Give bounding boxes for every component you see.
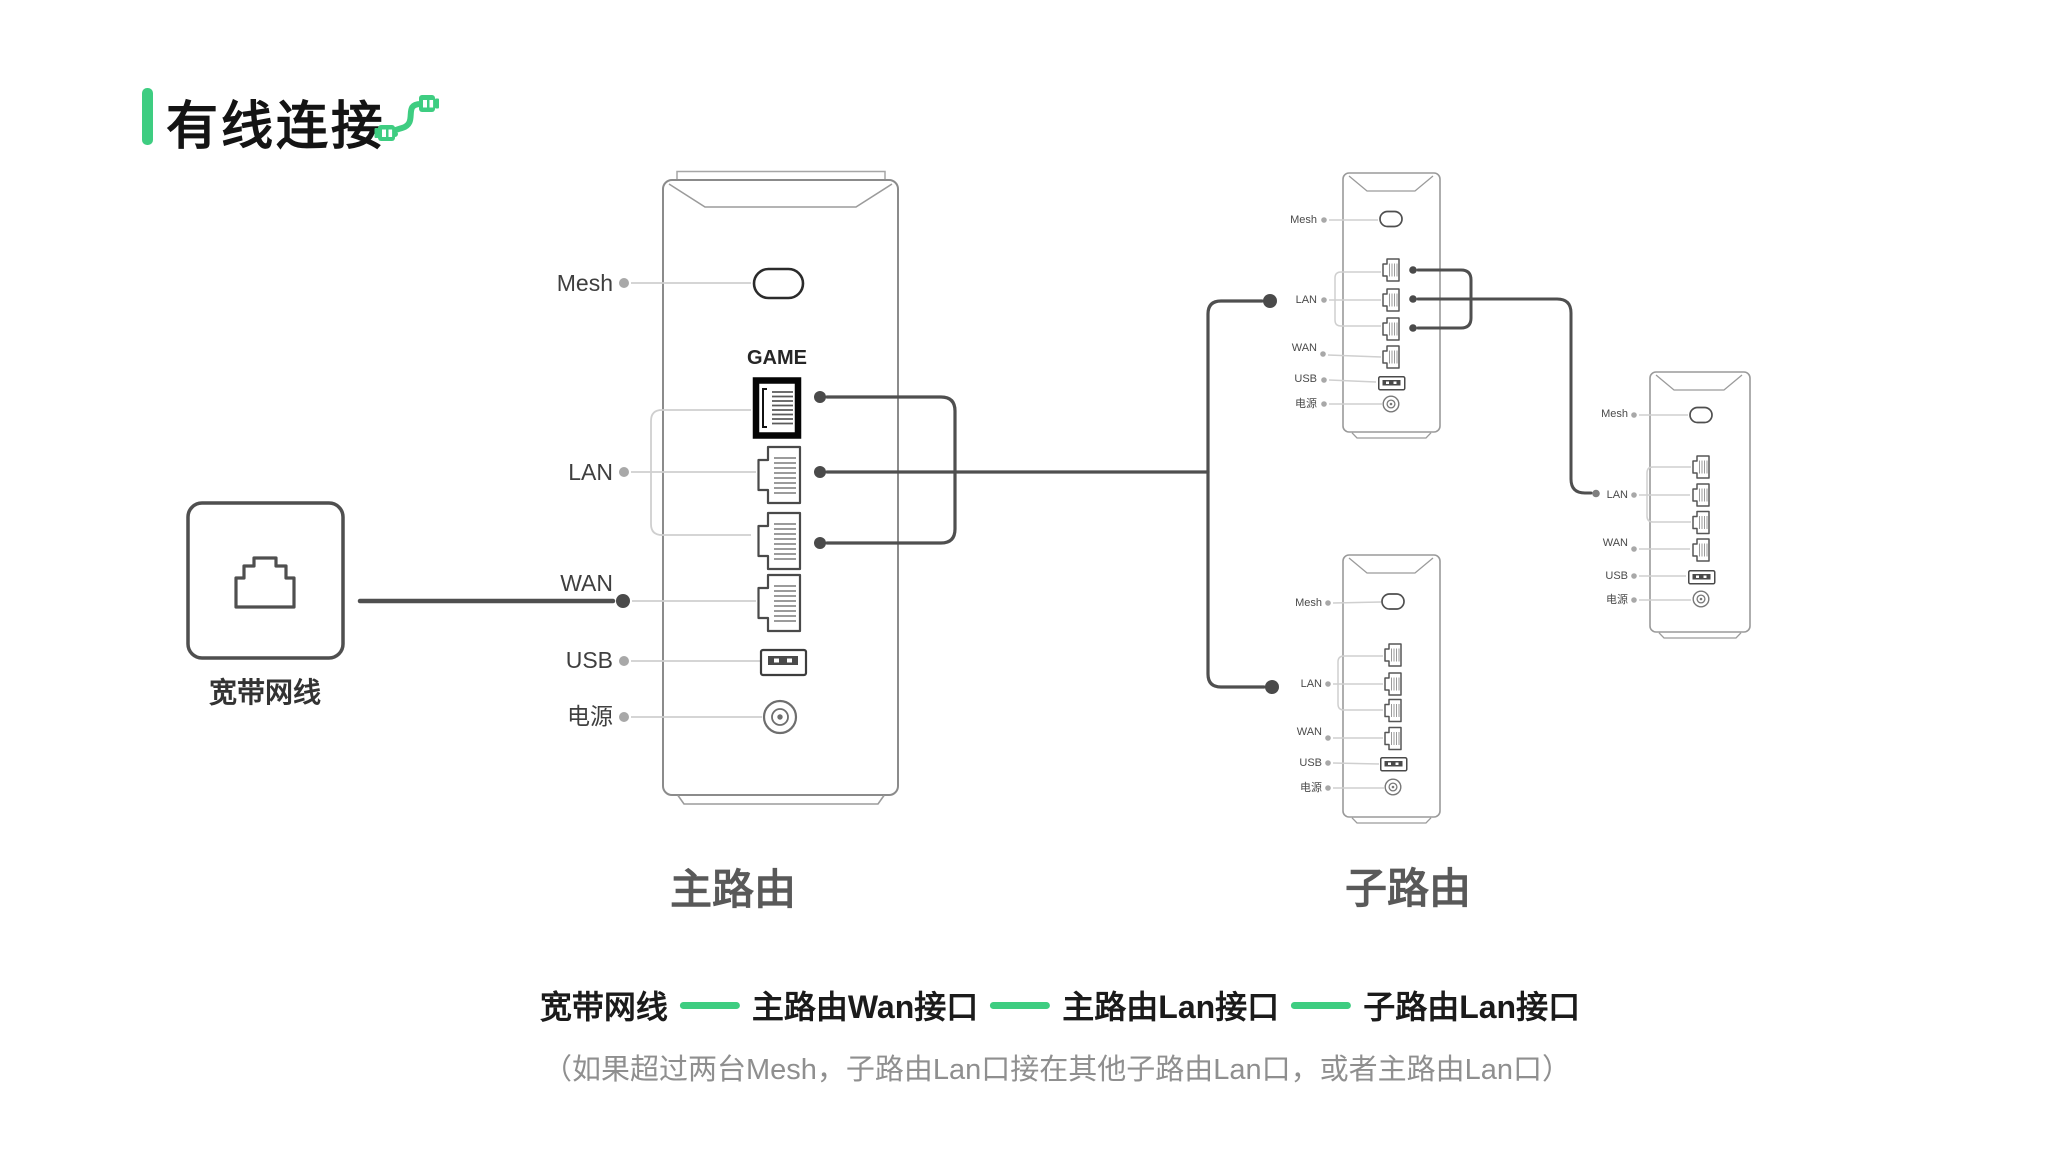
broadband-box: [186, 501, 345, 660]
main-mesh-label: Mesh: [556, 270, 613, 296]
sub1-lan-bracket: [1334, 271, 1381, 327]
legend-dash-3: [1291, 1001, 1352, 1009]
sub3-wan-label: WAN: [1602, 536, 1628, 549]
sub2-junction-dot: [1265, 680, 1279, 694]
main-lan-bus-line: [825, 395, 957, 545]
sub3-mesh-button: [1689, 406, 1713, 424]
legend-item-main-wan: 主路由Wan接口: [751, 989, 979, 1025]
sub3-usb-label: USB: [1605, 569, 1628, 582]
sub1-wan-label: WAN: [1291, 341, 1317, 354]
page-title: 有线连接: [166, 98, 387, 156]
sub2-usb-label: USB: [1299, 756, 1322, 769]
main-lan-label: LAN: [568, 459, 613, 485]
title-accent-bar: [142, 88, 153, 145]
sub2-wan-label: WAN: [1296, 725, 1322, 738]
sub3-usb-port: [1688, 570, 1716, 585]
sub1-lan-label: LAN: [1295, 293, 1317, 306]
ethernet-jack-icon: [234, 556, 296, 609]
main-router-caption: 主路由: [669, 866, 796, 913]
legend-dash-1: [679, 1001, 740, 1009]
cable-icon: [374, 95, 439, 141]
main-dots: [616, 278, 1279, 722]
sub3-lan-bracket: [1646, 466, 1691, 523]
sub1-port1-dot: [1409, 266, 1417, 274]
sub3-line-end-dot: [1592, 489, 1600, 498]
sub1-junction-dot: [1263, 294, 1277, 308]
sub-router-3: [1631, 371, 1751, 639]
broadband-cable-label: 宽带网线: [208, 677, 321, 708]
sub1-mesh-button: [1379, 210, 1403, 228]
legend-item-main-lan: 主路由Lan接口: [1062, 989, 1280, 1025]
sub1-mesh-label: Mesh: [1290, 213, 1317, 226]
sub2-lan-label: LAN: [1300, 677, 1322, 690]
sub-router-caption: 子路由: [1344, 865, 1471, 912]
sub2-mesh-button: [1381, 593, 1405, 610]
sub1-power-label: 电源: [1295, 397, 1317, 410]
main-lan-bracket: [650, 409, 751, 536]
main-power-label: 电源: [567, 703, 613, 729]
sub3-mesh-label: Mesh: [1601, 407, 1628, 420]
sub1-to-sub3-line: [1416, 297, 1593, 495]
main-mesh-button: [752, 267, 805, 300]
sub1-usb-port: [1378, 376, 1406, 391]
sub-router-2: [1325, 554, 1441, 824]
game-port-label: GAME: [747, 347, 807, 369]
sub3-power-label: 电源: [1606, 593, 1628, 606]
legend-item-sub-lan: 子路由Lan接口: [1363, 989, 1581, 1025]
legend-item-broadband: 宽带网线: [539, 989, 668, 1025]
sub2-power-label: 电源: [1300, 781, 1322, 794]
legend-dash-2: [990, 1001, 1051, 1009]
main-power-connector: [762, 699, 798, 735]
sub2-lan-bracket: [1337, 655, 1383, 711]
sub1-port2-dot: [1409, 295, 1417, 303]
main-usb-port: [759, 648, 808, 677]
main-wan-label: WAN: [560, 570, 613, 596]
sub1-port3-dot: [1409, 324, 1417, 332]
sub-router-1: [1320, 172, 1441, 439]
sub2-mesh-label: Mesh: [1295, 596, 1322, 609]
sub2-usb-port: [1380, 757, 1408, 772]
sub-junction-line: [1206, 299, 1266, 689]
legend-note: （如果超过两台Mesh，子路由Lan口接在其他子路由Lan口，或者主路由Lan口…: [542, 1054, 1572, 1086]
sub1-usb-label: USB: [1294, 372, 1317, 385]
main-cable-lines: [825, 299, 1266, 689]
sub1-cable-lines: [1416, 268, 1593, 495]
main-usb-label: USB: [565, 647, 613, 673]
sub3-lan-label: LAN: [1606, 488, 1628, 501]
game-port: [752, 377, 802, 439]
main-label-lines: [631, 282, 762, 718]
legend: 宽带网线 主路由Wan接口 主路由Lan接口 子路由Lan接口: [540, 982, 1580, 1028]
